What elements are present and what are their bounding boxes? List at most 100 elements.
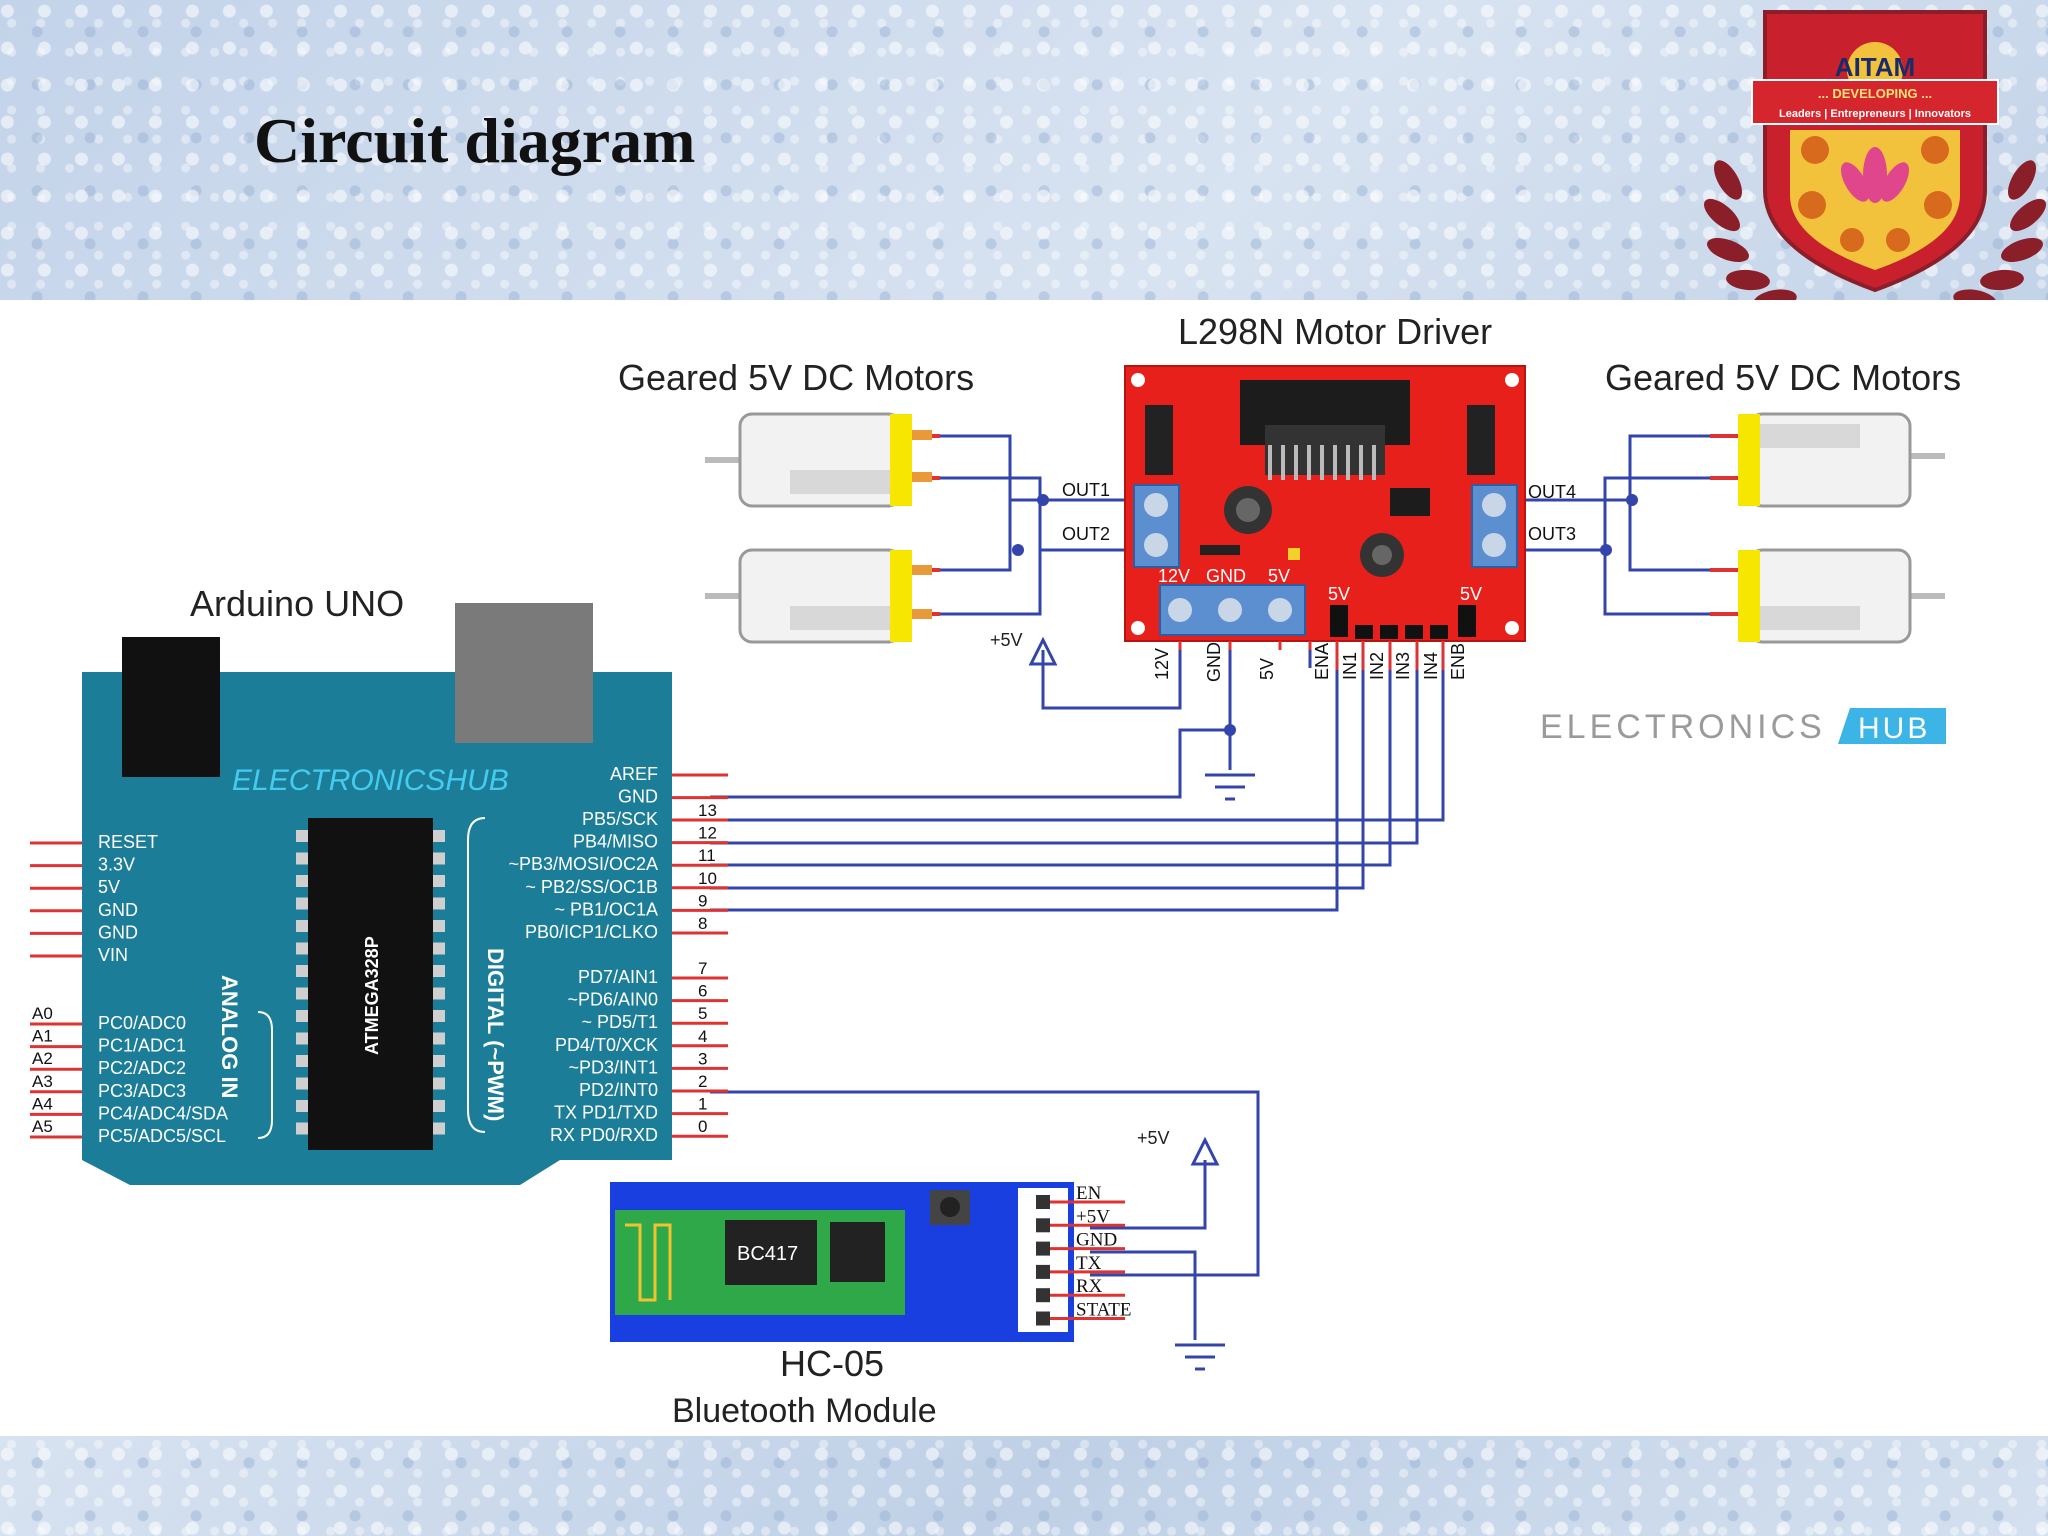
arduino-pin-label: ~PB3/MOSI/OC2A <box>508 854 658 874</box>
out4-label: OUT4 <box>1528 482 1576 502</box>
arduino-pin-number: 3 <box>698 1049 707 1068</box>
driver-pin-ena: ENA <box>1312 643 1332 680</box>
arduino-board <box>82 603 672 1185</box>
driver-pin-in4: IN4 <box>1421 652 1441 680</box>
chip-pin <box>433 1077 445 1090</box>
chip-pin <box>433 1100 445 1112</box>
arduino-title: Arduino UNO <box>190 583 404 624</box>
vcc-symbol-driver <box>1028 636 1058 666</box>
chip-pin <box>433 897 445 910</box>
driver-pin-gnd: GND <box>1204 642 1224 682</box>
chip-pin <box>296 1032 308 1045</box>
bt-pin-header <box>1036 1288 1050 1303</box>
driver-pin-5v: 5V <box>1257 658 1277 680</box>
jumper-label-5v-left: 5V <box>1328 584 1350 604</box>
motor-bottom-right <box>1710 548 1945 644</box>
arduino-pin-number: 10 <box>698 869 717 888</box>
bc417-label: BC417 <box>737 1243 798 1265</box>
arduino-analog-number: A4 <box>32 1094 53 1113</box>
arduino-pin-label: PC2/ADC2 <box>98 1058 186 1078</box>
digital-bracket <box>467 817 486 1133</box>
slide-title: Circuit diagram <box>254 105 696 176</box>
arduino-pin-label: 3.3V <box>98 855 135 875</box>
arduino-power-jack <box>122 637 220 777</box>
vcc-label-bt: +5V <box>1137 1128 1170 1148</box>
ground-symbol-bt <box>1175 1343 1225 1371</box>
bc417-chip <box>725 1220 817 1285</box>
arduino-analog-number: A2 <box>32 1049 53 1068</box>
motor-driver-title: L298N Motor Driver <box>1178 311 1492 352</box>
motor-top-right <box>1710 412 1945 508</box>
chip-pin <box>296 942 308 955</box>
arduino-pin-number: 11 <box>698 846 716 865</box>
driver-pin-in1: IN1 <box>1340 652 1360 680</box>
brand-hub-badge <box>1838 708 1946 744</box>
chip-pin <box>296 852 308 865</box>
hc05-subtitle: Bluetooth Module <box>672 1392 937 1430</box>
arduino-pin-label: RX PD0/RXD <box>550 1125 658 1145</box>
arduino-pin-label: 5V <box>98 877 120 897</box>
arduino-pin-number: 4 <box>698 1027 707 1046</box>
chip-pin <box>296 1077 308 1090</box>
chip-pin <box>433 852 445 865</box>
arduino-pin-label: PC0/ADC0 <box>98 1013 186 1033</box>
arduino-pin-number: 9 <box>698 891 707 910</box>
driver-pin-12v: 12V <box>1152 648 1172 680</box>
chip-pin <box>433 875 445 887</box>
bt-pin-header <box>1036 1241 1050 1256</box>
chip-pin <box>433 830 445 842</box>
arduino-pin-number: 5 <box>698 1004 707 1023</box>
arduino-brand: ELECTRONICSHUB <box>232 764 509 797</box>
arduino-pin-label: PC4/ADC4/SDA <box>98 1103 228 1123</box>
driver-pin-enb: ENB <box>1448 643 1468 680</box>
arduino-pin-label: PD2/INT0 <box>579 1080 658 1100</box>
ground-symbol-driver <box>1205 773 1255 801</box>
arduino-pin-label: TX PD1/TXD <box>554 1103 658 1123</box>
motor-bottom-left <box>705 548 940 644</box>
motors-label-left: Geared 5V DC Motors <box>618 357 974 398</box>
chip-pin <box>296 875 308 887</box>
arduino-pin-label: AREF <box>610 764 658 784</box>
arduino-pin-number: 8 <box>698 914 707 933</box>
chip-pin <box>433 987 445 1000</box>
chip-pin <box>433 1010 445 1022</box>
arduino-pin-label: PB5/SCK <box>582 809 658 829</box>
bt-pin-label: TX <box>1076 1253 1102 1274</box>
chip-pin <box>433 1055 445 1067</box>
bt-pin-header <box>1036 1195 1050 1209</box>
driver-pin-in2: IN2 <box>1367 652 1387 680</box>
arduino-analog-number: A3 <box>32 1072 53 1091</box>
chip-pin <box>296 965 308 977</box>
analog-bracket <box>257 1011 273 1139</box>
arduino-pin-label: RESET <box>98 832 158 852</box>
chip-pin <box>433 942 445 955</box>
arduino-pin-label: GND <box>618 787 658 807</box>
arduino-pin-label: PB4/MISO <box>573 832 658 852</box>
arduino-pin-label: ~PD6/AIN0 <box>567 990 658 1010</box>
arduino-pin-number: 7 <box>698 959 707 978</box>
arduino-pin-label: ~PD3/INT1 <box>568 1057 658 1077</box>
arduino-analog-number: A0 <box>32 1004 53 1023</box>
terminal-label-5v: 5V <box>1268 566 1290 586</box>
l298n-board <box>1124 365 1526 642</box>
chip-pin <box>296 1100 308 1112</box>
junction-dots <box>1012 494 1638 736</box>
arduino-analog-number: A5 <box>32 1117 53 1136</box>
arduino-pin-number: 2 <box>698 1072 707 1091</box>
chip-label: ATMEGA328P <box>362 936 382 1055</box>
arduino-pin-label: ~ PB2/SS/OC1B <box>525 877 658 897</box>
bt-pin-header <box>1036 1218 1050 1233</box>
hc05-board <box>610 1182 1074 1342</box>
out2-label: OUT2 <box>1062 524 1110 544</box>
motors-label-right: Geared 5V DC Motors <box>1605 357 1961 398</box>
arduino-pin-label: PD7/AIN1 <box>578 967 658 987</box>
chip-pin <box>296 1122 308 1135</box>
arduino-analog-number: A1 <box>32 1027 53 1046</box>
digital-group-label: DIGITAL (~PWM) <box>483 948 508 1121</box>
chip-pin <box>433 1032 445 1045</box>
vcc-symbol-bt <box>1190 1136 1220 1166</box>
terminal-label-12v: 12V <box>1158 566 1190 586</box>
chip-pin <box>296 920 308 932</box>
